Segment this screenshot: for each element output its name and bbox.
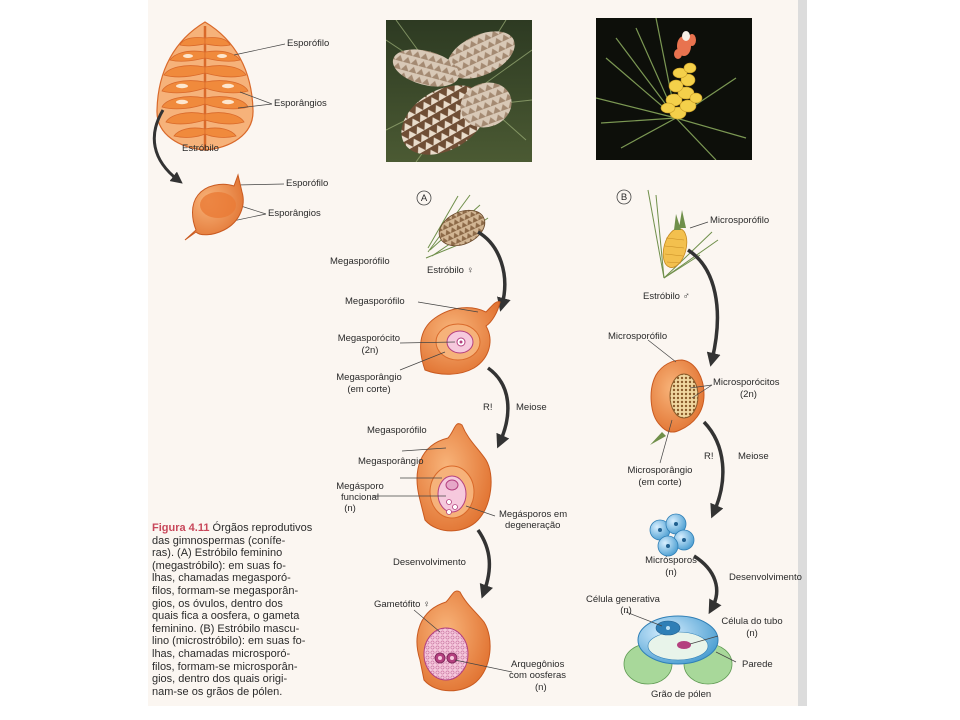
caption-line: lhas, chamadas megasporó- [152, 572, 291, 585]
label-celula-generativa: Célula generativa [586, 594, 660, 605]
caption-line: quais fica a oosfera, o gameta [152, 610, 300, 623]
label-megasporangio-corte: Megasporângio [336, 372, 402, 383]
page-edge-shadow [798, 0, 807, 706]
caption-line: gios, os óvulos, dentro dos [152, 597, 283, 610]
panel-b-letter: B [620, 192, 628, 203]
label-arquegonios: Arquegônios [511, 659, 565, 670]
label-gametofito: Gametófito ♀ [374, 599, 431, 610]
caption-line: lino (microstróbilo): em suas fo- [152, 635, 306, 648]
caption-line: filos, formam-se microsporân- [152, 660, 298, 673]
caption-line: gios, dentro dos quais origi- [152, 673, 288, 686]
label-microsporangio: Microsporângio [627, 465, 693, 476]
male-strobilus [647, 189, 719, 279]
label-n-1: (n) [344, 503, 356, 514]
label-em-corte-2: (em corte) [638, 477, 682, 488]
label-esporofilo-2: Esporófilo [286, 178, 329, 189]
label-megasporangio: Megasporângio [358, 456, 424, 467]
label-estrobilo: Estróbilo [182, 143, 219, 154]
ovule-megaspores [416, 423, 492, 532]
label-estrobilo-fem: Estróbilo ♀ [427, 265, 474, 276]
label-megasporofilo-top: Megasporófilo [330, 256, 390, 267]
label-n-3: (n) [665, 567, 677, 578]
microsporophyll-section [650, 359, 705, 445]
photo-male-strobili [596, 18, 752, 160]
caption-line: nam-se os grãos de pólen. [152, 685, 283, 698]
label-microsporocitos-ploidy: (2n) [740, 389, 757, 400]
caption-line: feminino. (B) Estróbilo mascu- [152, 622, 300, 635]
label-microsporocitos: Microsporócitos [713, 377, 780, 388]
label-funcional: funcional [340, 492, 380, 503]
label-desenvolvimento-a: Desenvolvimento [393, 557, 466, 568]
label-r-a: R! [483, 402, 493, 413]
label-meiose-b: Meiose [738, 451, 769, 462]
label-n-4: (n) [620, 605, 632, 616]
megasporophyll-section [420, 301, 501, 375]
label-megasporocito-ploidy: (2n) [361, 345, 379, 356]
label-megasporo: Megásporo [336, 481, 384, 492]
label-parede: Parede [742, 659, 773, 670]
figure-number: Figura 4.11 [152, 522, 210, 534]
label-com-oosferas: com oosferas [509, 670, 567, 681]
photo-female-cones [386, 20, 532, 162]
label-em-corte-1: (em corte) [347, 384, 391, 395]
label-n-5: (n) [746, 628, 758, 639]
microspore-tetrad [649, 513, 695, 557]
figure-caption: Figura 4.11 Órgãos reprodutivos das gimn… [152, 522, 367, 698]
label-meiose-a: Meiose [516, 402, 547, 413]
label-esporangios-1: Esporângios [274, 98, 327, 109]
pollen-grain [623, 615, 733, 685]
label-megasporos-em: Megásporos em [499, 509, 568, 520]
label-esporofilo-1: Esporófilo [287, 38, 330, 49]
panel-a-letter: A [420, 193, 428, 204]
label-esporangios-2: Esporângios [268, 208, 321, 219]
caption-line: lhas, chamadas microsporó- [152, 647, 291, 660]
label-microsporofilo-2: Microsporófilo [608, 331, 668, 342]
caption-line: das gimnospermas (conífe- [152, 534, 286, 547]
caption-line-1: Órgãos reprodutivos [209, 522, 313, 534]
label-megasporocito: Megasporócito [337, 333, 400, 344]
panel-a-circle [416, 190, 432, 206]
caption-line: ras). (A) Estróbilo feminino [152, 547, 283, 560]
label-estrobilo-masc: Estróbilo ♂ [643, 291, 690, 302]
female-strobilus [425, 194, 489, 259]
label-megasporofilo-2: Megasporófilo [345, 296, 405, 307]
strobilus-section [156, 21, 254, 151]
label-megasporofilo-3: Megasporófilo [367, 425, 427, 436]
label-r-b: R! [704, 451, 714, 462]
panel-b-circle [616, 189, 632, 205]
label-microsporos: Micrósporos [645, 555, 697, 566]
caption-line: (megastróbilo): em suas fo- [152, 559, 286, 572]
label-grao-de-polen: Grão de pólen [651, 689, 712, 700]
label-microsporofilo-top: Microsporófilo [710, 215, 770, 226]
label-celula-do-tubo: Célula do tubo [721, 616, 783, 627]
label-n-2: (n) [535, 682, 547, 693]
female-gametophyte [416, 590, 491, 692]
label-degeneracao: degeneração [505, 520, 561, 531]
caption-line: filos, formam-se megasporân- [152, 584, 299, 597]
sporophyll [184, 173, 244, 241]
label-desenvolvimento-b: Desenvolvimento [729, 572, 802, 583]
